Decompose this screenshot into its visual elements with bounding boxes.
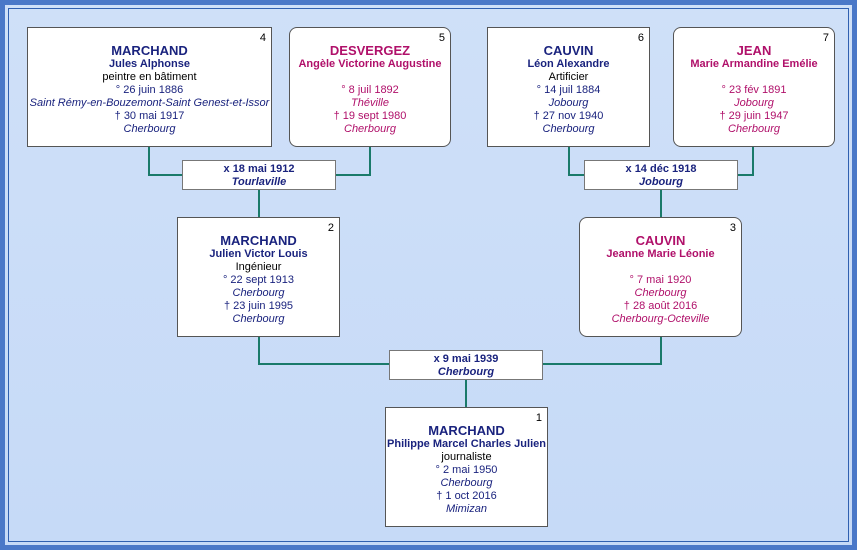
- birth-place: Jobourg: [734, 97, 774, 109]
- connector-5-marriage: [336, 147, 371, 176]
- birth-date: ° 14 juil 1884: [536, 84, 601, 96]
- person-number: 1: [535, 412, 542, 424]
- person-number: 5: [438, 32, 445, 44]
- connector-7-marriage: [738, 147, 754, 176]
- person-number: 7: [822, 32, 829, 44]
- birth-date: ° 8 juil 1892: [341, 84, 399, 96]
- occupation: journaliste: [441, 451, 492, 463]
- marriage-date: x 14 déc 1918: [625, 163, 697, 175]
- birth-place: Cherbourg: [440, 477, 493, 489]
- birth-date: ° 22 sept 1913: [222, 274, 295, 286]
- death-date: † 23 juin 1995: [223, 300, 294, 312]
- marriage-date: x 18 mai 1912: [223, 163, 295, 175]
- given-names: Philippe Marcel Charles Julien: [387, 438, 546, 450]
- person-box-1[interactable]: 1 MARCHAND Philippe Marcel Charles Julie…: [385, 407, 548, 527]
- empty-occupation: [580, 261, 741, 274]
- person-box-4[interactable]: 4 MARCHAND Jules Alphonse peintre en bât…: [27, 27, 272, 147]
- connector-lines: [148, 147, 754, 407]
- connector-4-marriage: [148, 147, 182, 176]
- marriage-place: Jobourg: [639, 176, 683, 188]
- marriage-place: Tourlaville: [231, 176, 287, 188]
- occupation: Artificier: [548, 71, 589, 83]
- death-date: † 27 nov 1940: [533, 110, 604, 122]
- empty-occupation: [290, 71, 450, 84]
- given-names: Léon Alexandre: [527, 58, 610, 70]
- surname: MARCHAND: [111, 43, 188, 58]
- birth-date: ° 7 mai 1920: [629, 274, 692, 286]
- birth-date: ° 2 mai 1950: [435, 464, 498, 476]
- person-number: 2: [327, 222, 334, 234]
- birth-place: Saint Rémy-en-Bouzemont-Saint Genest-et-…: [29, 97, 270, 109]
- occupation: Ingénieur: [235, 261, 282, 273]
- connector-2-marriage: [258, 337, 389, 365]
- person-box-5[interactable]: 5 DESVERGEZ Angèle Victorine Augustine °…: [289, 27, 451, 147]
- death-date: † 28 août 2016: [623, 300, 698, 312]
- death-date: † 1 oct 2016: [436, 490, 497, 502]
- given-names: Jules Alphonse: [109, 58, 190, 70]
- death-date: † 19 sept 1980: [333, 110, 407, 122]
- connector-3-marriage: [543, 337, 662, 365]
- death-place: Cherbourg: [123, 123, 176, 135]
- given-names: Angèle Victorine Augustine: [298, 58, 442, 70]
- surname: DESVERGEZ: [329, 43, 411, 58]
- surname: MARCHAND: [428, 423, 505, 438]
- person-box-3[interactable]: 3 CAUVIN Jeanne Marie Léonie ° 7 mai 192…: [579, 217, 742, 337]
- person-box-6[interactable]: 6 CAUVIN Léon Alexandre Artificier ° 14 …: [487, 27, 650, 147]
- birth-date: ° 26 juin 1886: [115, 84, 184, 96]
- marriage-box-2-3[interactable]: x 9 mai 1939 Cherbourg: [389, 350, 543, 380]
- birth-place: Cherbourg: [634, 287, 687, 299]
- person-number: 4: [259, 32, 266, 44]
- death-place: Cherbourg-Octeville: [611, 313, 710, 325]
- empty-occupation: [674, 71, 834, 84]
- death-date: † 29 juin 1947: [719, 110, 789, 122]
- surname: MARCHAND: [220, 233, 297, 248]
- death-place: Cherbourg: [728, 123, 780, 135]
- birth-place: Cherbourg: [232, 287, 285, 299]
- birth-place: Théville: [351, 97, 389, 109]
- death-place: Cherbourg: [344, 123, 396, 135]
- occupation: peintre en bâtiment: [102, 71, 197, 83]
- birth-date: ° 23 fév 1891: [721, 84, 787, 96]
- surname: CAUVIN: [543, 43, 594, 58]
- death-date: † 30 mai 1917: [114, 110, 185, 122]
- marriage-date: x 9 mai 1939: [433, 353, 499, 365]
- surname: JEAN: [736, 43, 772, 58]
- marriage-box-4-5[interactable]: x 18 mai 1912 Tourlaville: [182, 160, 336, 190]
- death-place: Cherbourg: [232, 313, 285, 325]
- person-number: 6: [637, 32, 644, 44]
- marriage-box-6-7[interactable]: x 14 déc 1918 Jobourg: [584, 160, 738, 190]
- connector-6-marriage: [568, 147, 584, 176]
- birth-place: Jobourg: [548, 97, 589, 109]
- person-number: 3: [729, 222, 736, 234]
- frame-inner-border: [8, 8, 849, 542]
- person-box-7[interactable]: 7 JEAN Marie Armandine Emélie ° 23 fév 1…: [673, 27, 835, 147]
- person-box-2[interactable]: 2 MARCHAND Julien Victor Louis Ingénieur…: [177, 217, 340, 337]
- given-names: Julien Victor Louis: [209, 248, 308, 260]
- death-place: Cherbourg: [542, 123, 595, 135]
- given-names: Marie Armandine Emélie: [690, 58, 818, 70]
- surname: CAUVIN: [635, 233, 686, 248]
- given-names: Jeanne Marie Léonie: [606, 248, 715, 260]
- death-place: Mimizan: [446, 503, 487, 515]
- marriage-place: Cherbourg: [437, 366, 495, 378]
